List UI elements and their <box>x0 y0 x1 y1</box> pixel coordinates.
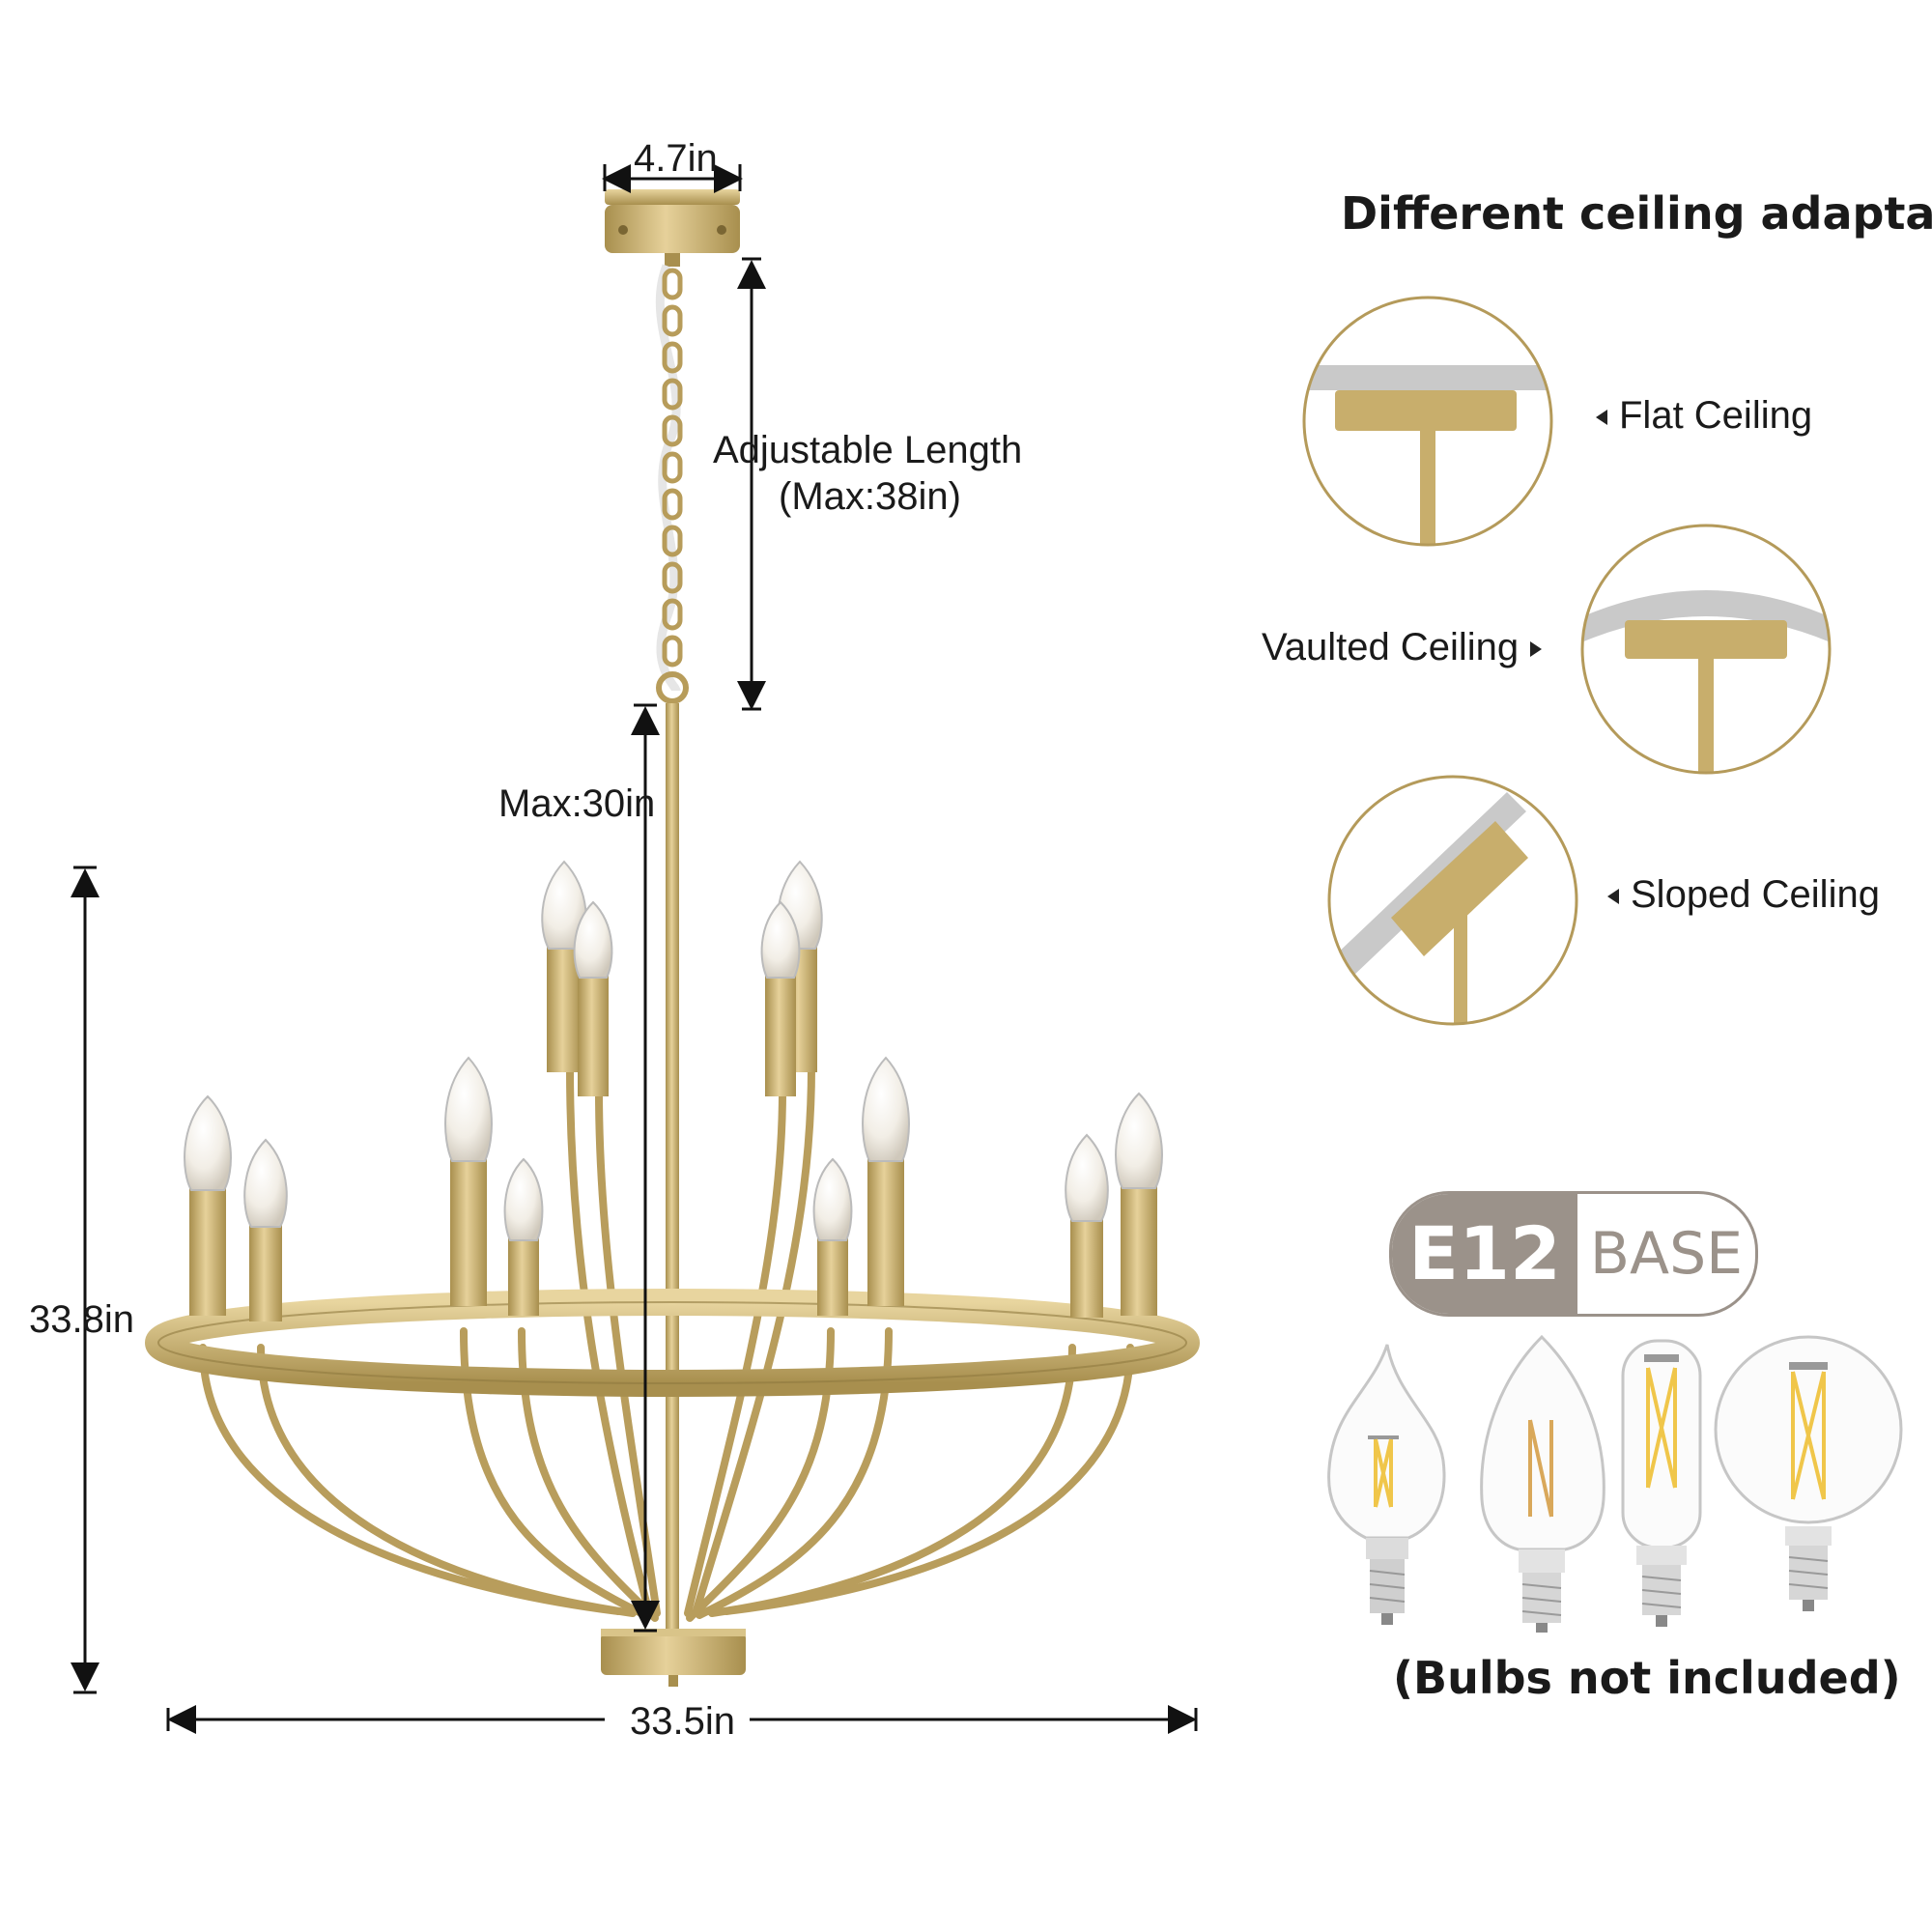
candle-bulb-icon <box>1480 1334 1605 1633</box>
arrow-right-icon <box>1530 641 1543 658</box>
candle-socket <box>243 1138 288 1321</box>
badge-dark-segment <box>1392 1194 1577 1314</box>
candle-socket <box>1065 1133 1109 1318</box>
candle-socket <box>812 1157 853 1316</box>
tubular-bulb-icon <box>1621 1339 1702 1627</box>
e12-base-badge: E12 BASE <box>1389 1191 1758 1317</box>
canopy-width-label: 4.7in <box>634 137 718 180</box>
total-height-label: 33.8in <box>29 1298 134 1341</box>
flat-ceiling-diagram <box>1302 296 1553 547</box>
arrow-left-icon <box>1596 410 1607 426</box>
badge-base-text: BASE <box>1589 1220 1744 1288</box>
candle-socket <box>503 1157 544 1316</box>
chandelier-ring <box>145 1289 1200 1397</box>
vaulted-ceiling-diagram <box>1580 524 1832 775</box>
sloped-ceiling-diagram <box>1327 775 1578 1026</box>
candle-socket <box>760 900 801 1096</box>
candle-sockets <box>184 860 1163 1321</box>
sloped-ceiling-label: Sloped Ceiling <box>1607 875 1880 914</box>
chandelier-illustration <box>145 189 1200 1687</box>
badge-code: E12 <box>1408 1210 1561 1296</box>
flame-tip-bulb-icon <box>1327 1339 1446 1625</box>
total-width-label: 33.5in <box>630 1700 735 1743</box>
center-rod <box>666 703 679 1631</box>
candle-socket <box>862 1056 910 1306</box>
candle-socket <box>444 1056 493 1306</box>
adjustable-length-max-label: (Max:38in) <box>779 475 961 518</box>
vaulted-ceiling-label: Vaulted Ceiling <box>1262 628 1543 667</box>
candle-socket <box>573 900 613 1096</box>
chandelier-arms <box>199 1064 1134 1622</box>
bulbs-not-included-note: (Bulbs not included) <box>1393 1652 1901 1704</box>
adjustable-length-label: Adjustable Length <box>713 429 1023 471</box>
globe-bulb-icon <box>1714 1335 1903 1611</box>
flat-ceiling-label: Flat Ceiling <box>1596 396 1812 435</box>
dimension-lines <box>71 164 1198 1734</box>
arrow-left-icon <box>1607 889 1619 905</box>
ceiling-adapter-title: Different ceiling adaptab <box>1341 187 1932 240</box>
body-max-height-label: Max:30in <box>498 782 656 825</box>
ceiling-canopy <box>605 189 740 267</box>
bottom-hub <box>601 1629 746 1687</box>
hanging-chain <box>655 264 689 704</box>
candle-socket <box>1115 1092 1163 1316</box>
candle-socket <box>184 1094 232 1316</box>
